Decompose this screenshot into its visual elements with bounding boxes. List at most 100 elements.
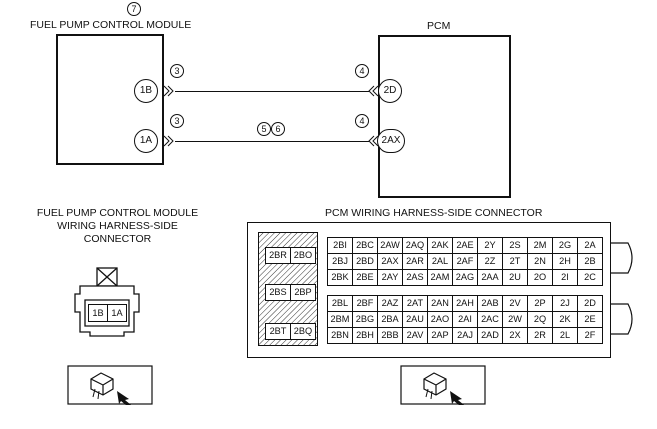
pcm-terminal: 2BC [352, 237, 378, 254]
pcm-terminal: 2AX [377, 253, 403, 270]
pcm-title: PCM [427, 20, 451, 32]
fpcm-title: FUEL PUMP CONTROL MODULE [30, 19, 192, 31]
pcm-terminal: 2Z [477, 253, 503, 270]
view-direction-icon [67, 365, 153, 405]
pcm-terminal: 2AS [402, 269, 428, 286]
pcm-left-cells-bottom: 2BT 2BQ [265, 323, 316, 340]
pcm-terminal: 2Y [477, 237, 503, 254]
pcm-terminal: 2G [552, 237, 578, 254]
pcm-connector-title: PCM WIRING HARNESS-SIDE CONNECTOR [325, 207, 543, 219]
pcm-terminal: 2S [502, 237, 528, 254]
wire-1a-2ax [175, 141, 369, 142]
pcm-terminal: 2C [577, 269, 603, 286]
pcm-terminal: 2BM [327, 311, 353, 328]
pcm-terminal: 2AB [477, 295, 503, 312]
fpcm-ref-number: 7 [127, 2, 141, 16]
pcm-terminal: 2K [552, 311, 578, 328]
pcm-terminal: 2AF [452, 253, 478, 270]
pcm-terminal: 2BG [352, 311, 378, 328]
pcm-terminal: 2AU [402, 311, 428, 328]
pcm-terminal: 2AI [452, 311, 478, 328]
pcm-terminal: 2W [502, 311, 528, 328]
pcm-terminal: 2D [577, 295, 603, 312]
pcm-terminal: 2BP [290, 284, 316, 301]
pcm-terminal: 2AH [452, 295, 478, 312]
pcm-terminal: 2BE [352, 269, 378, 286]
fpcm-connector-title-3: CONNECTOR [83, 233, 152, 245]
pcm-terminal: 2AO [427, 311, 453, 328]
pcm-terminal: 2AM [427, 269, 453, 286]
pcm-terminal: 2BN [327, 327, 353, 344]
pcm-terminal: 2AK [427, 237, 453, 254]
pcm-terminal: 2P [527, 295, 553, 312]
wire-callout-6: 6 [271, 122, 285, 136]
fpcm-pin-1a: 1A [134, 129, 158, 153]
pcm-terminal: 2AZ [377, 295, 403, 312]
pcm-terminal: 2L [552, 327, 578, 344]
pcm-terminal: 2BS [265, 284, 291, 301]
wire-1b-2d [175, 91, 369, 92]
fpcm-callout-1a: 3 [170, 114, 184, 128]
pcm-terminal: 2AV [402, 327, 428, 344]
pcm-terminal: 2R [527, 327, 553, 344]
fpcm-connector-title-1: FUEL PUMP CONTROL MODULE [36, 207, 199, 219]
pcm-terminal: 2BT [265, 323, 291, 340]
view-direction-icon [400, 365, 486, 405]
pcm-terminal: 2AD [477, 327, 503, 344]
pcm-callout-2d: 4 [355, 64, 369, 78]
fpcm-connector-title-2: WIRING HARNESS-SIDE [57, 220, 178, 232]
fpcm-terminal: 1A [107, 304, 127, 322]
pcm-terminal: 2I [552, 269, 578, 286]
pcm-terminal: 2V [502, 295, 528, 312]
pcm-terminal: 2H [552, 253, 578, 270]
pcm-terminal: 2AE [452, 237, 478, 254]
pcm-terminal: 2AC [477, 311, 503, 328]
pcm-box [378, 35, 511, 198]
pcm-terminal: 2AA [477, 269, 503, 286]
pcm-terminal: 2J [552, 295, 578, 312]
pcm-pin-2d: 2D [378, 79, 402, 103]
pcm-callout-2ax: 4 [355, 114, 369, 128]
pcm-terminal: 2BR [265, 247, 291, 264]
pcm-terminal: 2BD [352, 253, 378, 270]
pcm-left-cells-mid: 2BS 2BP [265, 284, 316, 301]
pcm-terminal: 2T [502, 253, 528, 270]
pcm-terminal: 2E [577, 311, 603, 328]
pcm-terminal: 2BI [327, 237, 353, 254]
fpcm-pin-1b: 1B [134, 79, 158, 103]
pcm-pin-2ax: 2AX [377, 129, 405, 153]
pcm-terminal: 2BK [327, 269, 353, 286]
pcm-terminal: 2AQ [402, 237, 428, 254]
fpcm-connector-terminals: 1B 1A [88, 304, 127, 322]
pcm-terminal: 2AL [427, 253, 453, 270]
pcm-terminal: 2BF [352, 295, 378, 312]
pcm-terminal: 2BL [327, 295, 353, 312]
pcm-terminal: 2B [577, 253, 603, 270]
pcm-terminal: 2AJ [452, 327, 478, 344]
pcm-terminal: 2U [502, 269, 528, 286]
wire-callout-5: 5 [257, 122, 271, 136]
pcm-terminal: 2AR [402, 253, 428, 270]
pcm-terminal: 2BQ [290, 323, 316, 340]
pcm-terminal: 2AW [377, 237, 403, 254]
pcm-terminal: 2A [577, 237, 603, 254]
pcm-terminal: 2N [527, 253, 553, 270]
pcm-terminal: 2O [527, 269, 553, 286]
pcm-terminal: 2X [502, 327, 528, 344]
pcm-terminal: 2AY [377, 269, 403, 286]
pcm-left-cells-top: 2BR 2BO [265, 247, 316, 264]
pcm-terminal: 2BO [290, 247, 316, 264]
pcm-terminal: 2AG [452, 269, 478, 286]
fpcm-callout-1b: 3 [170, 64, 184, 78]
pcm-terminal: 2M [527, 237, 553, 254]
pcm-terminal: 2AT [402, 295, 428, 312]
pcm-terminal: 2AN [427, 295, 453, 312]
